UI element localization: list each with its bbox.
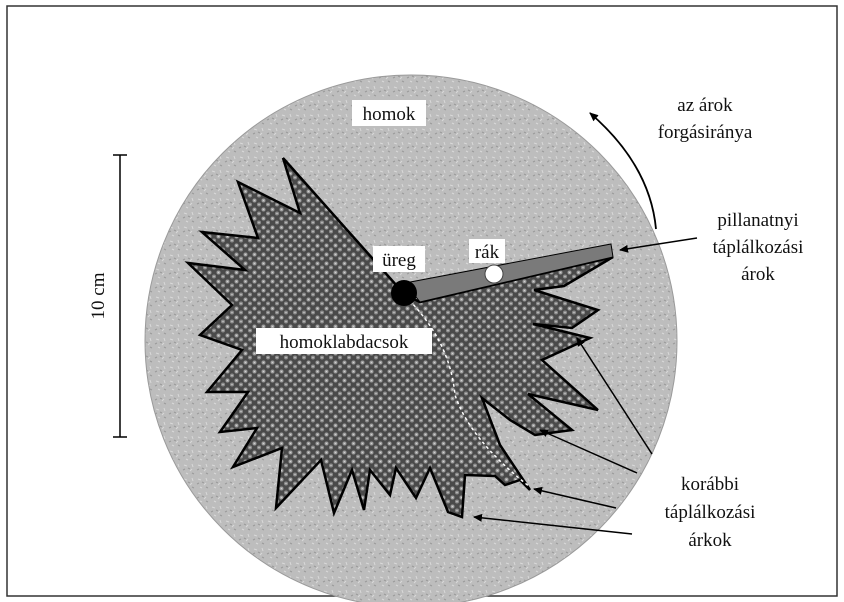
scale-label: 10 cm	[88, 272, 109, 319]
cavity-dot	[391, 280, 417, 306]
crab-dot	[485, 265, 503, 283]
previous-trenches-label-line3: árkok	[688, 530, 732, 551]
current-trench-label-line1: pillanatnyi	[717, 210, 798, 231]
sand-label: homok	[363, 104, 416, 125]
current-trench-label-line2: táplálkozási	[713, 237, 804, 258]
cavity-label: üreg	[382, 250, 416, 271]
rotation-label-line2: forgásiránya	[658, 122, 753, 143]
crab-label: rák	[475, 242, 500, 263]
previous-trenches-label-line1: korábbi	[681, 474, 739, 495]
rotation-label-line1: az árok	[677, 95, 733, 116]
current-trench-label-line3: árok	[741, 264, 775, 285]
sand-balls-label: homoklabdacsok	[280, 332, 409, 353]
previous-trenches-label-line2: táplálkozási	[665, 502, 756, 523]
